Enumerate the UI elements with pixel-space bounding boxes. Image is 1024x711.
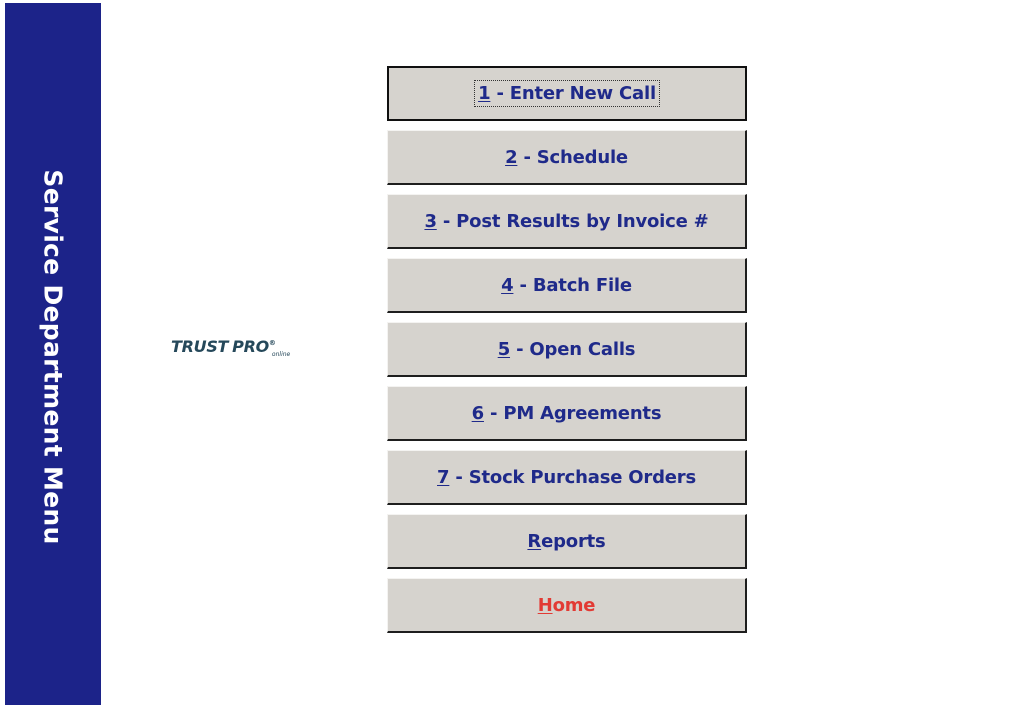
post-results-label: 3 - Post Results by Invoice # bbox=[424, 211, 708, 232]
reports-button[interactable]: Reports bbox=[387, 514, 747, 569]
pm-agreements-button[interactable]: 6 - PM Agreements bbox=[387, 386, 747, 441]
open-calls-hotkey: 5 bbox=[497, 338, 511, 360]
stock-purchase-orders-text: - Stock Purchase Orders bbox=[449, 466, 696, 488]
enter-new-call-button[interactable]: 1 - Enter New Call bbox=[387, 66, 747, 121]
batch-file-button[interactable]: 4 - Batch File bbox=[387, 258, 747, 313]
enter-new-call-label: 1 - Enter New Call bbox=[474, 80, 660, 107]
open-calls-text: - Open Calls bbox=[510, 338, 636, 360]
menu-button-list: 1 - Enter New Call 2 - Schedule 3 - Post… bbox=[387, 66, 748, 642]
post-results-button[interactable]: 3 - Post Results by Invoice # bbox=[387, 194, 747, 249]
pm-agreements-hotkey: 6 bbox=[471, 402, 485, 424]
side-banner: Service Department Menu bbox=[5, 3, 101, 705]
logo-pro-text: PRO bbox=[232, 337, 269, 356]
home-button[interactable]: Home bbox=[387, 578, 747, 633]
home-hotkey: H bbox=[537, 594, 553, 616]
logo-online-text: online bbox=[271, 351, 291, 358]
batch-file-text: - Batch File bbox=[513, 274, 632, 296]
batch-file-label: 4 - Batch File bbox=[501, 275, 632, 296]
logo-registered-mark: ® bbox=[268, 339, 276, 347]
reports-label: Reports bbox=[527, 531, 605, 552]
stock-purchase-orders-button[interactable]: 7 - Stock Purchase Orders bbox=[387, 450, 747, 505]
schedule-hotkey: 2 bbox=[505, 146, 518, 168]
logo-trust-text: TRUST bbox=[171, 337, 229, 356]
home-text: ome bbox=[552, 594, 596, 616]
enter-new-call-hotkey: 1 bbox=[478, 83, 491, 104]
post-results-text: - Post Results by Invoice # bbox=[436, 210, 709, 232]
enter-new-call-text: - Enter New Call bbox=[490, 83, 656, 104]
schedule-label: 2 - Schedule bbox=[505, 147, 628, 168]
post-results-hotkey: 3 bbox=[424, 210, 437, 232]
stock-purchase-orders-label: 7 - Stock Purchase Orders bbox=[437, 467, 696, 488]
open-calls-label: 5 - Open Calls bbox=[498, 339, 636, 360]
stock-purchase-orders-hotkey: 7 bbox=[437, 466, 450, 488]
reports-hotkey: R bbox=[527, 530, 542, 552]
reports-text: eports bbox=[541, 530, 606, 552]
schedule-text: - Schedule bbox=[517, 146, 628, 168]
batch-file-hotkey: 4 bbox=[501, 274, 514, 296]
open-calls-button[interactable]: 5 - Open Calls bbox=[387, 322, 747, 377]
pm-agreements-label: 6 - PM Agreements bbox=[472, 403, 662, 424]
side-banner-title: Service Department Menu bbox=[38, 169, 68, 545]
schedule-button[interactable]: 2 - Schedule bbox=[387, 130, 747, 185]
pm-agreements-text: - PM Agreements bbox=[483, 402, 662, 424]
home-label: Home bbox=[538, 595, 596, 616]
